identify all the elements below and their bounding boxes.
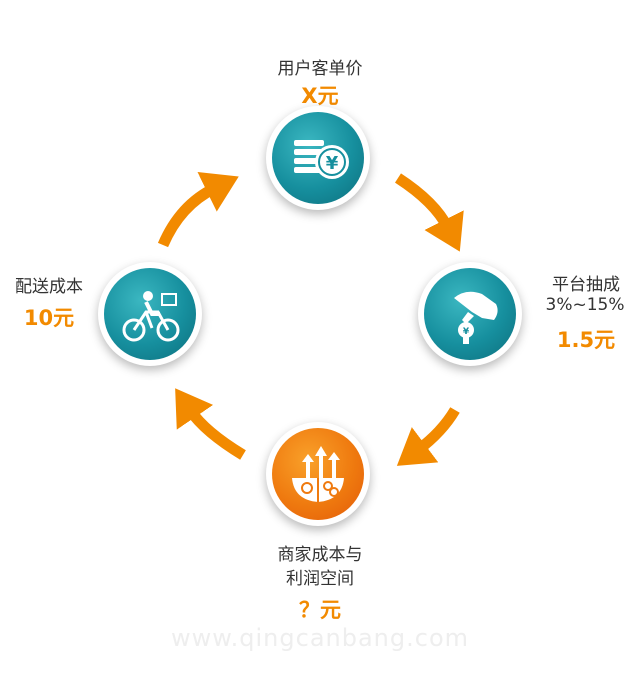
arrow-top-to-right [394,173,464,252]
user-order-price-label: 用户客单价 [277,59,363,79]
coins-yuan-icon: ¥ [294,140,349,179]
merchant-profit-value: ？元 [299,598,341,622]
platform-commission-label: 平台抽成 [552,275,620,295]
arrow-left-to-top [157,172,239,248]
platform-commission-value: 1.5元 [556,328,616,352]
platform-commission-node: ¥ [418,262,522,366]
watermark: www.qingcanbang.com [170,624,470,652]
merchant-profit-label-line1: 商家成本与 [277,545,363,565]
user-order-price-value: X元 [301,84,339,108]
profit-growth-icon [292,446,344,502]
hand-coin-icon: ¥ [454,291,498,344]
merchant-profit-label-line2: 利润空间 [286,569,354,589]
svg-text:¥: ¥ [463,327,470,337]
arrow-right-to-bottom [396,407,460,466]
delivery-bike-icon [122,291,180,342]
arrow-bottom-to-left [175,388,246,460]
merchant-profit-node [266,422,370,526]
delivery-cost-value: 10元 [23,306,75,330]
delivery-cost-node [98,262,202,366]
delivery-cost-label: 配送成本 [15,277,83,297]
user-order-price-node: ¥ [266,106,370,210]
svg-text:¥: ¥ [326,153,339,174]
platform-commission-rate: 3%~15% [545,295,625,315]
